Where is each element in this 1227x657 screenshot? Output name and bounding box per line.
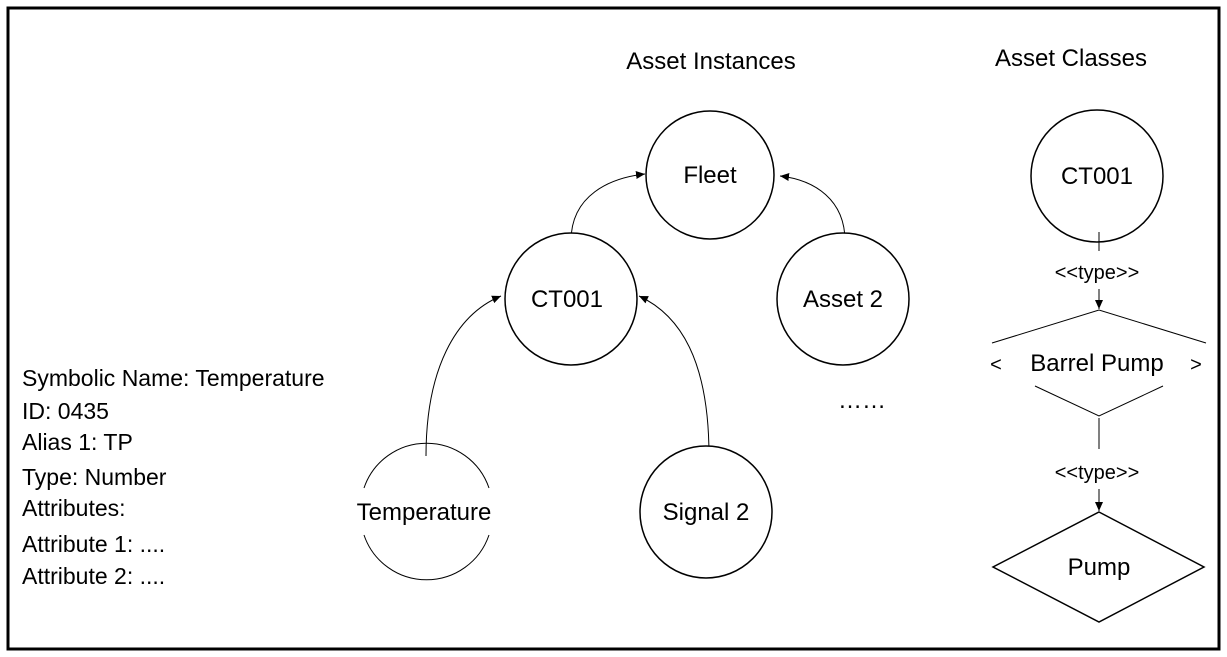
signal-info-line: Attributes: (22, 495, 126, 521)
barrel-pump-label: Barrel Pump (1030, 350, 1163, 377)
temperature-node-top (363, 442, 490, 489)
signal-info-line: Attribute 1: .... (22, 531, 165, 557)
edge-signal2-to-ct001 (638, 295, 710, 457)
signal-info-line: Alias 1: TP (22, 429, 133, 455)
fleet-label: Fleet (683, 162, 737, 189)
temperature-label: Temperature (357, 499, 492, 526)
temperature-node-bottom (363, 534, 490, 581)
asset2-node (776, 232, 910, 366)
pump-label: Pump (1068, 554, 1131, 581)
diagram-frame (6, 6, 1221, 651)
edge-temperature-to-ct001 (425, 295, 502, 457)
barrel-pump-node-bottom (1034, 385, 1164, 417)
barrel-pump-node-top (991, 309, 1207, 344)
asset-instances-heading: Asset Instances (626, 48, 795, 75)
type-relation-label-1: <<type>> (1055, 262, 1140, 284)
asset2-label: Asset 2 (803, 286, 883, 313)
ct001-class-node (1030, 109, 1164, 243)
signal-info-line: Type: Number (22, 464, 167, 490)
type-relation-label-2: <<type>> (1055, 462, 1140, 484)
ct001-instance-label: CT001 (531, 286, 603, 313)
barrel-pump-left-bracket: < (990, 354, 1002, 376)
signal-info-line: ID: 0435 (22, 398, 109, 424)
ct001-instance-node (504, 232, 638, 366)
more-assets-ellipsis: …… (838, 387, 886, 414)
fleet-node (645, 110, 775, 240)
signal-info-line: Symbolic Name: Temperature (22, 365, 325, 391)
edge-ct001-to-fleet (570, 171, 646, 242)
asset-classes-heading: Asset Classes (995, 45, 1147, 72)
barrel-pump-right-bracket: > (1190, 354, 1202, 376)
edge-asset2-to-fleet (779, 173, 846, 242)
signal2-label: Signal 2 (663, 499, 750, 526)
pump-node (991, 511, 1206, 623)
signal-info-line: Attribute 2: .... (22, 563, 165, 589)
ct001-class-label: CT001 (1061, 163, 1133, 190)
signal2-node (639, 445, 773, 579)
